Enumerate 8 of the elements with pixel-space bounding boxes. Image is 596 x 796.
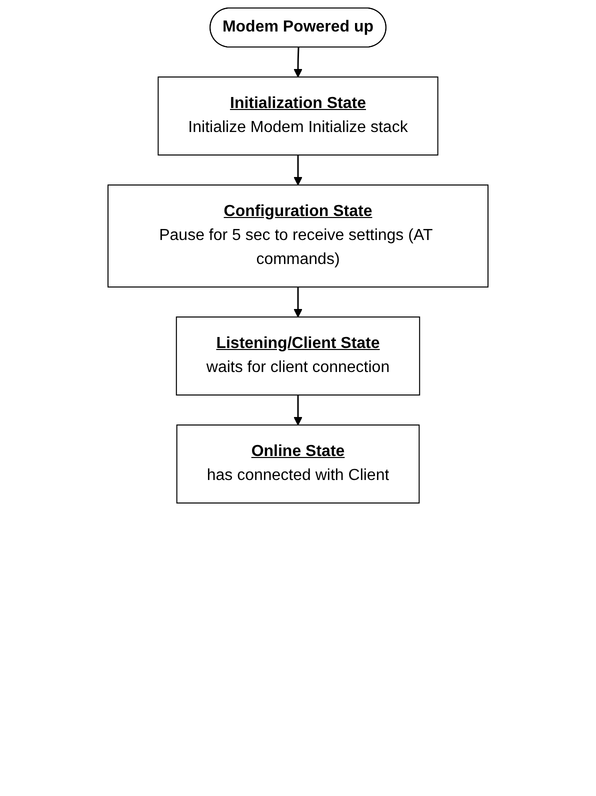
node-box <box>176 424 420 504</box>
node-box <box>108 184 488 288</box>
node-box <box>158 76 438 156</box>
arrow <box>294 47 302 78</box>
arrow <box>294 287 302 318</box>
arrow <box>294 395 302 426</box>
node-box <box>176 316 420 396</box>
arrow <box>294 155 302 186</box>
